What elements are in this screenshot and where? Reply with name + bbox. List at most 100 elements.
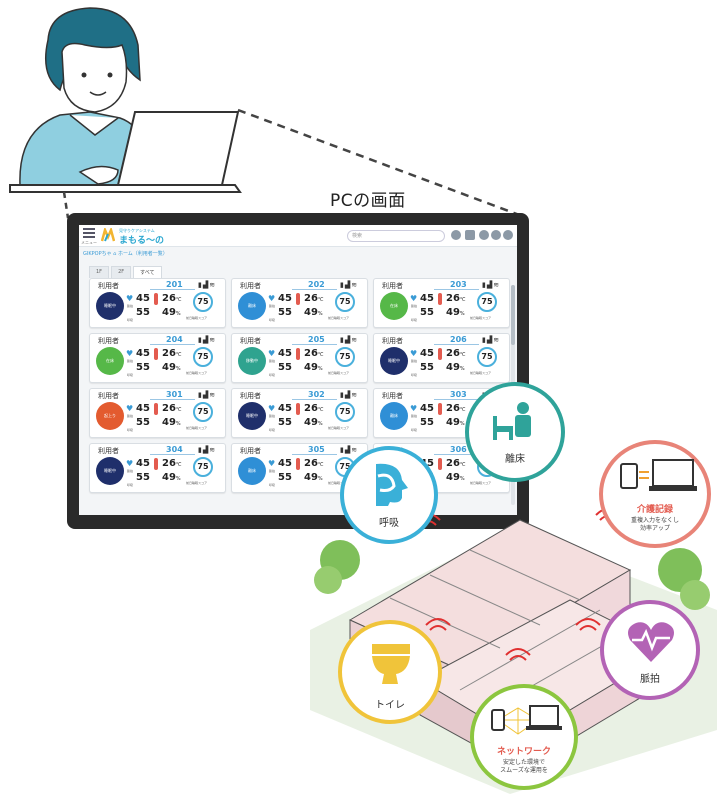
device-status-icons: ▮▟≋: [198, 281, 216, 289]
breath-label: 呼吸: [127, 318, 134, 322]
feature-bed-exit-label: 離床: [505, 454, 525, 465]
heart-icon: ♥: [126, 404, 134, 413]
location-icon[interactable]: [479, 230, 489, 240]
heart-icon: ♥: [126, 294, 134, 303]
pulse-label: 脈拍: [127, 414, 134, 418]
room-underline: [292, 399, 337, 400]
pulse-value: 45: [136, 293, 150, 304]
pulse-value: 45: [420, 293, 434, 304]
search-input[interactable]: 検索: [347, 230, 445, 242]
breath-value: 55: [136, 472, 150, 483]
status-badge: 離床: [380, 402, 408, 430]
notification-icon[interactable]: [491, 230, 501, 240]
pulse-label: 脈拍: [269, 359, 276, 363]
tab-1f[interactable]: 1F: [89, 266, 110, 278]
sleep-score: 75: [335, 347, 355, 367]
status-badge: 起上り: [96, 402, 124, 430]
temperature-value: 26℃: [162, 293, 182, 304]
user-label: 利用者: [98, 337, 119, 345]
heart-icon: ♥: [126, 459, 134, 468]
status-badge: 在床: [96, 347, 124, 375]
room-number: 305: [308, 445, 325, 454]
tab-2f[interactable]: 2F: [111, 266, 132, 278]
heart-icon: ♥: [410, 349, 418, 358]
search-icon[interactable]: [451, 230, 461, 240]
bed-sensor-icon: ▟: [202, 391, 210, 399]
room-number: 201: [166, 280, 183, 289]
device-status-icons: ▮▟≋: [340, 446, 358, 454]
temperature-value: 26℃: [304, 403, 324, 414]
bed-sensor-icon: ▟: [344, 336, 352, 344]
screen-caption: PCの画面: [330, 191, 406, 211]
user-avatar-icon[interactable]: [503, 230, 513, 240]
wifi-icon: ≋: [209, 336, 217, 344]
humidity-value: 49%: [446, 417, 465, 428]
thermometer-icon: [154, 293, 158, 305]
sleep-score: 75: [335, 292, 355, 312]
room-underline: [434, 454, 479, 455]
breadcrumb[interactable]: GIKPOPちゃ ⌂ ホーム（利用者一覧）: [83, 251, 168, 257]
status-badge: 睡眠中: [238, 402, 266, 430]
breath-value: 55: [278, 472, 292, 483]
humidity-value: 49%: [304, 362, 323, 373]
room-underline: [434, 399, 479, 400]
sleep-score-label: 前日睡眠スコア: [470, 481, 492, 485]
logo-text: まもる〜の: [119, 236, 165, 246]
care-records-devices-icon: [620, 459, 697, 491]
network-devices-icon: [491, 705, 562, 735]
person-illustration: [9, 7, 242, 193]
sleep-score-label: 前日睡眠スコア: [186, 426, 208, 430]
sleep-score: 75: [335, 402, 355, 422]
bed-sensor-icon: ▟: [202, 336, 210, 344]
feature-network-desc-2: スムーズな運用を: [500, 767, 548, 774]
breath-label: 呼吸: [127, 483, 134, 487]
breathing-icon: [376, 463, 408, 506]
device-status-icons: ▮▟≋: [198, 391, 216, 399]
menu-icon[interactable]: [83, 228, 95, 238]
sleep-score: 75: [193, 457, 213, 477]
temperature-value: 26℃: [304, 293, 324, 304]
pulse-value: 45: [136, 348, 150, 359]
pulse-value: 45: [420, 403, 434, 414]
humidity-value: 49%: [162, 362, 181, 373]
sensor-icon: ▮: [340, 281, 345, 289]
room-underline: [292, 344, 337, 345]
logo-icon: [101, 228, 115, 242]
bed-sensor-icon: ▟: [202, 281, 210, 289]
room-underline: [150, 289, 195, 290]
settings-icon[interactable]: [465, 230, 475, 240]
breath-label: 呼吸: [411, 318, 418, 322]
scrollbar-thumb[interactable]: [511, 285, 515, 345]
pulse-value: 45: [278, 293, 292, 304]
user-label: 利用者: [98, 447, 119, 455]
pulse-value: 45: [278, 403, 292, 414]
status-badge: 移動中: [238, 347, 266, 375]
humidity-value: 49%: [162, 307, 181, 318]
floor-tabs: 1F 2F すべて: [89, 266, 162, 278]
breath-value: 55: [420, 362, 434, 373]
pulse-value: 45: [278, 348, 292, 359]
breath-label: 呼吸: [269, 373, 276, 377]
device-status-icons: ▮▟≋: [482, 281, 500, 289]
wifi-icon: ≋: [209, 391, 217, 399]
pulse-label: 脈拍: [411, 304, 418, 308]
pulse-label: 脈拍: [127, 469, 134, 473]
user-label: 利用者: [382, 282, 403, 290]
user-label: 利用者: [240, 337, 261, 345]
tab-all[interactable]: すべて: [133, 266, 162, 278]
pulse-value: 45: [420, 348, 434, 359]
temperature-value: 26℃: [446, 348, 466, 359]
thermometer-icon: [438, 348, 442, 360]
bed-sensor-icon: ▟: [344, 281, 352, 289]
thermometer-icon: [154, 403, 158, 415]
